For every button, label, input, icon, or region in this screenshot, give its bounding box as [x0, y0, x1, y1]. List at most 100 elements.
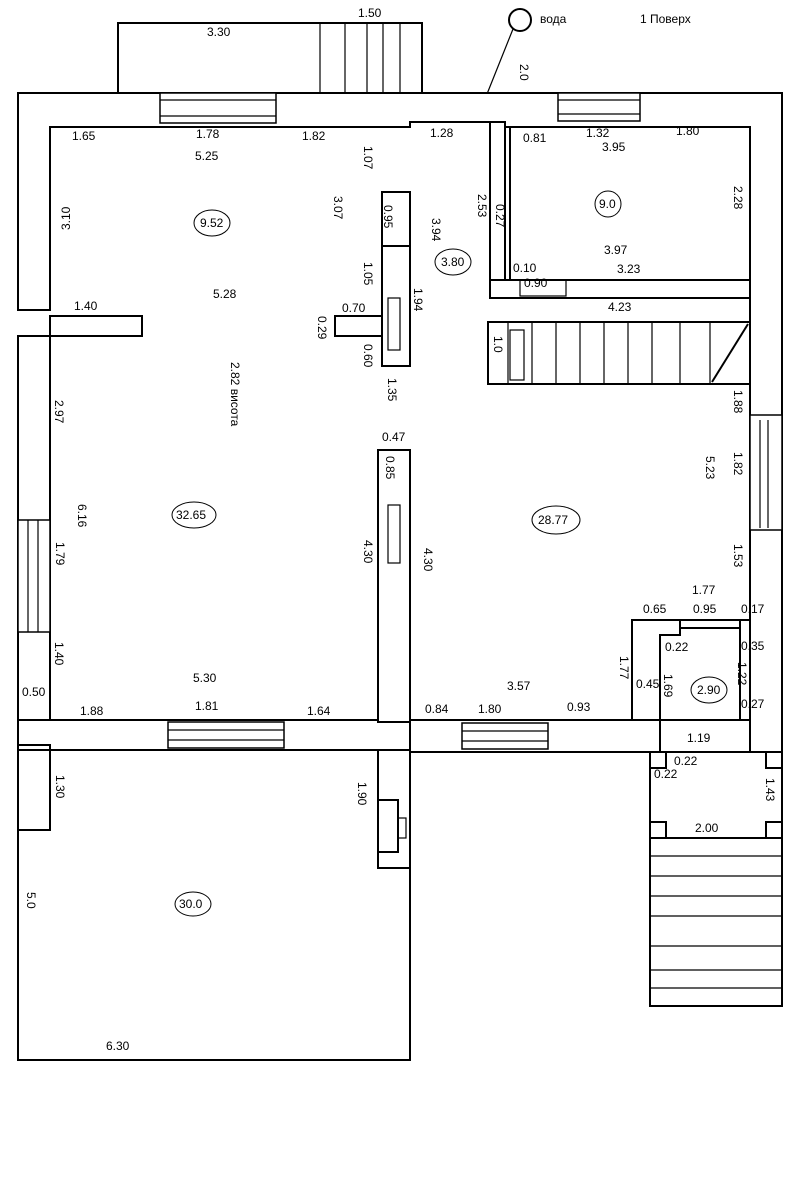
- dim: 3.07: [331, 196, 345, 220]
- area-oval-corridor: [434, 248, 472, 276]
- dim: 1.40: [74, 299, 98, 313]
- dim: 2.53: [475, 194, 489, 218]
- dim: 3.95: [602, 140, 626, 154]
- dim: 1.88: [731, 390, 745, 414]
- dim: 0.27: [741, 697, 765, 711]
- dim: 0.85: [383, 456, 397, 480]
- area-oval-room-b: [594, 190, 622, 218]
- window-top-right: [557, 92, 641, 122]
- dim: 0.47: [382, 430, 406, 444]
- area-room-b: 9.0: [599, 197, 616, 211]
- dim: 1.43: [763, 778, 777, 802]
- window-bottom-left: [167, 721, 285, 749]
- window-bottom-right: [461, 722, 549, 750]
- dim: 1.0: [491, 336, 505, 353]
- area-oval-bath: [690, 676, 728, 704]
- terrace: [17, 749, 411, 1061]
- dim: 0.70: [342, 301, 366, 315]
- dim: 1.07: [361, 146, 375, 170]
- window-left: [17, 519, 51, 633]
- dim: 1.53: [731, 544, 745, 568]
- dim: 1.79: [53, 542, 67, 566]
- dim: 1.78: [196, 127, 220, 141]
- interior-walls: [49, 121, 751, 753]
- area-living: 32.65: [176, 508, 206, 522]
- area-hall: 28.77: [538, 513, 568, 527]
- dim: 0.45: [636, 677, 660, 691]
- dim: 0.60: [361, 344, 375, 368]
- dim: 5.0: [24, 892, 38, 909]
- dim: 0.90: [524, 276, 548, 290]
- area-terrace: 30.0: [179, 897, 203, 911]
- dim: 0.95: [693, 602, 717, 616]
- area-oval-hall: [531, 505, 581, 535]
- dim: 2.28: [731, 186, 745, 210]
- dim: 0.50: [22, 685, 46, 699]
- dim: 1.90: [355, 782, 369, 806]
- dim: 1.77: [692, 583, 716, 597]
- dim: 1.28: [430, 126, 454, 140]
- dim: 0.95: [381, 205, 395, 229]
- dim: 0.65: [643, 602, 667, 616]
- dim: 1.88: [80, 704, 104, 718]
- dim: 1.81: [195, 699, 219, 713]
- dim: 1.94: [411, 288, 425, 312]
- area-corridor: 3.80: [441, 255, 465, 269]
- water-label: вода: [540, 12, 567, 26]
- dim: 2.97: [52, 400, 66, 424]
- dim: 1.35: [385, 378, 399, 402]
- dim: 5.30: [193, 671, 217, 685]
- dim: 3.94: [429, 218, 443, 242]
- area-oval-living: [171, 501, 217, 529]
- dim: 3.97: [604, 243, 628, 257]
- water-distance: 2.0: [517, 64, 531, 81]
- area-oval-room-a: [193, 209, 231, 237]
- dim: 0.22: [665, 640, 689, 654]
- dim: 4.30: [421, 548, 435, 572]
- dim: 1.77: [617, 656, 631, 680]
- dim: 0.22: [674, 754, 698, 768]
- dim: 4.30: [361, 540, 375, 564]
- dim: 1.65: [72, 129, 96, 143]
- dim: 1.80: [478, 702, 502, 716]
- dim: 6.30: [106, 1039, 130, 1053]
- dim: 1.82: [731, 452, 745, 476]
- dim: 1.40: [52, 642, 66, 666]
- dim: 1.19: [687, 731, 711, 745]
- area-room-a: 9.52: [200, 216, 224, 230]
- dim: 1.32: [586, 126, 610, 140]
- interior-stairs: [487, 321, 751, 385]
- dim: 0.81: [523, 131, 547, 145]
- dim: 1.30: [53, 775, 67, 799]
- dim: 1.05: [361, 262, 375, 286]
- dim: 1.22: [735, 662, 749, 686]
- area-oval-terrace: [174, 891, 212, 917]
- dim: 3.30: [207, 25, 231, 39]
- dim: 0.17: [741, 602, 765, 616]
- dim: 0.10: [513, 261, 537, 275]
- dim: 0.29: [315, 316, 329, 340]
- dim: 1.64: [307, 704, 331, 718]
- dimension-labels: 1.50 3.30 1.65 1.78 1.82 5.25 5.28 1.40 …: [22, 6, 765, 1053]
- dim: 1.82: [302, 129, 326, 143]
- window-top-left: [159, 92, 277, 124]
- dim: 5.25: [195, 149, 219, 163]
- dim: 5.28: [213, 287, 237, 301]
- area-bath: 2.90: [697, 683, 721, 697]
- floor-label: 1 Поверх: [640, 12, 691, 26]
- dim: 0.22: [654, 767, 678, 781]
- dim: 3.10: [59, 206, 73, 230]
- water-marker: [486, 8, 532, 95]
- dimension-labels-vertical: 1.07 3.10 3.07 0.95 1.05 1.94 0.29 0.60 …: [24, 146, 777, 909]
- top-entrance: [117, 22, 423, 94]
- dim: 2.00: [695, 821, 719, 835]
- dim: 3.57: [507, 679, 531, 693]
- porch: [649, 751, 783, 1007]
- dim: 0.27: [493, 204, 507, 228]
- dim: 0.84: [425, 702, 449, 716]
- dim: 4.23: [608, 300, 632, 314]
- dim: 6.16: [75, 504, 89, 528]
- dim: 1.50: [358, 6, 382, 20]
- window-right: [749, 414, 783, 531]
- height-label: 2.82 висота: [228, 362, 242, 427]
